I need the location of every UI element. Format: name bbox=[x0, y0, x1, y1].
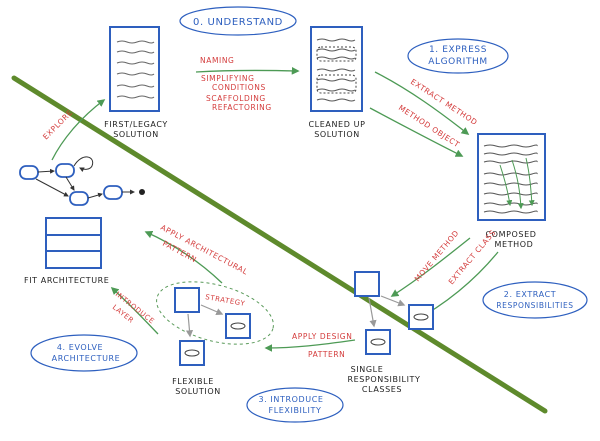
single-responsibility-classes: SINGLE RESPONSIBILITY CLASSES bbox=[347, 271, 434, 394]
flexible-label-line2: SOLUTION bbox=[175, 387, 221, 396]
transition-naming: NAMING bbox=[200, 56, 234, 65]
transition-explore: EXPLORE bbox=[41, 108, 74, 141]
transition-simplifying-line2: CONDITIONS bbox=[212, 83, 266, 92]
diagonal-divider bbox=[11, 75, 548, 414]
arrow-introduce-layer bbox=[110, 286, 159, 335]
class-box bbox=[408, 304, 434, 330]
legacy-solution: FIRST/LEGACY SOLUTION bbox=[104, 26, 168, 139]
step-bubble bbox=[246, 387, 344, 423]
cleaned-label-line1: CLEANED UP bbox=[309, 120, 366, 129]
step-bubble bbox=[407, 38, 509, 74]
transition-apply-design-line2: PATTERN bbox=[308, 350, 345, 359]
class-box bbox=[179, 340, 205, 366]
single-label-line1: SINGLE bbox=[351, 365, 384, 374]
step-extract-line1: 2. EXTRACT bbox=[504, 290, 557, 299]
step-understand: 0. UNDERSTAND bbox=[179, 6, 297, 36]
arrow-legacy-to-cleaned bbox=[195, 66, 300, 75]
document-lines bbox=[116, 40, 155, 99]
strategy-group-outline bbox=[156, 281, 274, 345]
arrow-move-method bbox=[390, 237, 471, 297]
arrow-extract-method bbox=[374, 71, 470, 135]
step-understand-label: 0. UNDERSTAND bbox=[193, 17, 283, 28]
cleaned-label-line2: SOLUTION bbox=[314, 130, 360, 139]
flexible-label-line1: FLEXIBLE bbox=[172, 377, 214, 386]
cleaned-solution: CLEANED UP SOLUTION bbox=[309, 26, 366, 139]
state-graph bbox=[19, 156, 145, 206]
step-evolve-line1: 4. EVOLVE bbox=[57, 343, 103, 352]
step-extract-line2: RESPONSIBILITIES bbox=[496, 301, 573, 310]
composed-label-line1: COMPOSED bbox=[486, 230, 537, 239]
class-box bbox=[174, 287, 200, 313]
step-flexibility-line2: FLEXIBILITY bbox=[269, 406, 322, 415]
arrow-apply-design-pattern bbox=[264, 339, 356, 352]
step-bubble bbox=[179, 6, 297, 36]
step-flexibility-line1: 3. INTRODUCE bbox=[258, 395, 323, 404]
document-lines bbox=[316, 38, 356, 102]
single-label-line3: CLASSES bbox=[362, 385, 402, 394]
step-express-line1: 1. EXPRESS bbox=[429, 45, 487, 55]
transition-strategy: STRATEGY bbox=[205, 293, 246, 308]
composed-document-box bbox=[477, 133, 546, 221]
class-box bbox=[365, 329, 391, 355]
arrow-method-object bbox=[369, 107, 464, 157]
step-bubble bbox=[482, 281, 588, 319]
composed-method: COMPOSED METHOD bbox=[477, 133, 546, 249]
step-express: 1. EXPRESS ALGORITHM bbox=[407, 38, 509, 74]
arrow-apply-architectural-pattern bbox=[144, 230, 223, 284]
composed-label-line2: METHOD bbox=[495, 240, 534, 249]
single-label-line2: RESPONSIBILITY bbox=[347, 375, 420, 384]
transition-scaffolding-line2: REFACTORING bbox=[212, 103, 272, 112]
legacy-label-line1: FIRST/LEGACY bbox=[104, 120, 168, 129]
step-extract: 2. EXTRACT RESPONSIBILITIES bbox=[482, 281, 588, 319]
fit-architecture: FIT ARCHITECTURE bbox=[24, 217, 109, 285]
step-evolve: 4. EVOLVE ARCHITECTURE bbox=[30, 334, 138, 372]
step-evolve-line2: ARCHITECTURE bbox=[52, 354, 121, 363]
flexible-solution: STRATEGY FLEXIBLE SOLUTION bbox=[156, 281, 274, 396]
step-bubble bbox=[30, 334, 138, 372]
transition-simplifying-line1: SIMPLIFYING bbox=[201, 74, 255, 83]
architecture-layers-box bbox=[45, 217, 102, 269]
arrow-explore bbox=[51, 99, 106, 161]
class-box bbox=[225, 313, 251, 339]
legacy-label-line2: SOLUTION bbox=[113, 130, 159, 139]
step-flexibility: 3. INTRODUCE FLEXIBILITY bbox=[246, 387, 344, 423]
transition-apply-design-line1: APPLY DESIGN bbox=[292, 332, 352, 341]
step-express-line2: ALGORITHM bbox=[428, 57, 488, 67]
class-box bbox=[354, 271, 380, 297]
transition-scaffolding-line1: SCAFFOLDING bbox=[206, 94, 266, 103]
fit-architecture-label: FIT ARCHITECTURE bbox=[24, 276, 109, 285]
